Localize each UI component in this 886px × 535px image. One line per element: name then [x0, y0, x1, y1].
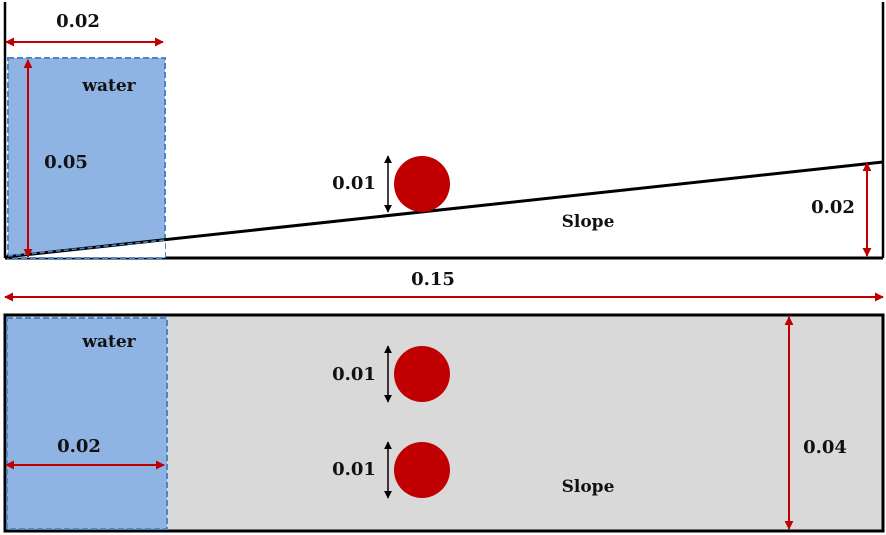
plan-view-obstacle-2: [394, 442, 450, 498]
overall-dimension: 0.15: [4, 269, 884, 302]
overall-length-label: 0.15: [411, 269, 455, 290]
plan-view-dim-water-width-label: 0.02: [57, 436, 101, 457]
side-view-dim-obstacle-label: 0.01: [332, 173, 376, 194]
plan-view-water-label: water: [81, 332, 136, 352]
side-view-obstacle: [394, 156, 450, 212]
plan-view-dim-width-label: 0.04: [803, 437, 847, 458]
plan-view: water 0.02 0.01 0.01 Slope 0.04: [3, 313, 885, 533]
plan-view-dim-obstacle-2-label: 0.01: [332, 459, 376, 480]
side-view: 0.02 0.05 water 0.01 Slope 0.02: [3, 2, 885, 260]
side-view-water-column: [7, 57, 166, 259]
side-view-slope-dashed: [7, 239, 166, 257]
side-view-dim-water-height-label: 0.05: [44, 152, 88, 173]
plan-view-water-column: [6, 317, 168, 530]
plan-view-slope-label: Slope: [562, 477, 615, 497]
side-view-slope-label: Slope: [562, 212, 615, 232]
side-view-dim-slope-rise-label: 0.02: [811, 197, 855, 218]
side-view-dim-water-width-label: 0.02: [56, 11, 100, 32]
side-view-water-label: water: [81, 76, 136, 96]
plan-view-obstacle-1: [394, 346, 450, 402]
plan-view-dim-obstacle-1-label: 0.01: [332, 364, 376, 385]
